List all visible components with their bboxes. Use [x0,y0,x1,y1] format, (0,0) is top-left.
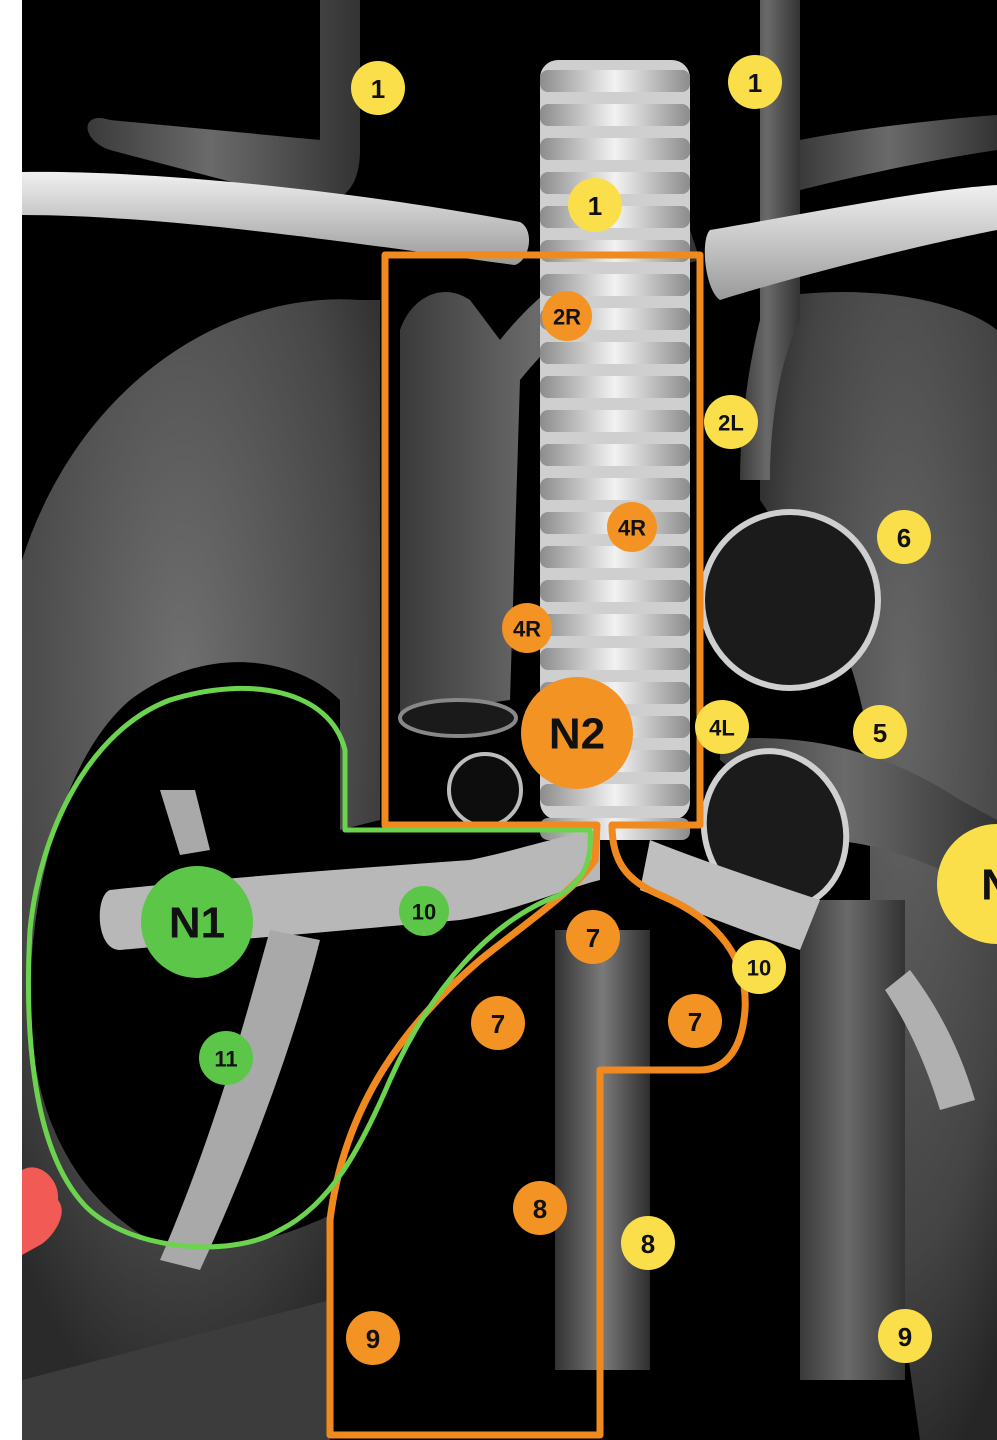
station-marker: 1 [351,61,405,115]
descending-aorta [800,900,905,1380]
station-label: 10 [412,900,436,925]
left-margin [0,0,22,1440]
tracheal-ring [540,580,690,602]
tracheal-ring [540,342,690,364]
station-marker: 9 [878,1309,932,1363]
tracheal-ring [540,104,690,126]
station-label: 8 [641,1229,655,1259]
station-marker: 8 [621,1216,675,1270]
station-label: 7 [688,1007,702,1037]
station-marker: 9 [346,1311,400,1365]
station-label: N2 [549,710,605,759]
station-marker: 10 [399,886,449,936]
tracheal-ring [540,240,690,262]
station-label: 2R [553,305,581,330]
tracheal-ring [540,546,690,568]
station-label: 5 [873,718,887,748]
station-label: 10 [747,956,771,981]
station-label: 7 [586,923,600,953]
station-label: N [981,861,997,910]
station-marker: 4L [695,700,749,754]
station-marker: 11 [199,1031,253,1085]
station-marker: 4R [502,603,552,653]
azygos-opening [449,754,521,826]
station-marker: 2L [704,395,758,449]
station-marker: 8 [513,1181,567,1235]
station-marker: 4R [607,502,657,552]
tracheal-ring [540,70,690,92]
station-label: 1 [371,74,385,104]
tracheal-ring [540,138,690,160]
station-label: 4R [618,516,646,541]
station-label: 9 [898,1322,912,1352]
station-marker: 7 [566,910,620,964]
station-label: 2L [718,411,744,436]
station-label: 6 [897,523,911,553]
svc-opening [400,700,516,736]
station-marker: 5 [853,705,907,759]
station-label: 1 [588,191,602,221]
tracheal-ring [540,648,690,670]
station-marker: 2R [542,291,592,341]
tracheal-ring [540,376,690,398]
station-marker: N1 [141,866,253,978]
tracheal-ring [540,410,690,432]
station-label: 8 [533,1194,547,1224]
aortic-arch-opening [702,512,878,688]
station-label: 4R [513,617,541,642]
tracheal-ring [540,614,690,636]
station-marker: 1 [728,55,782,109]
tracheal-ring [540,784,690,806]
station-label: 1 [748,68,762,98]
station-label: 9 [366,1324,380,1354]
station-label: 4L [709,716,735,741]
station-label: 11 [214,1047,237,1072]
station-marker: 7 [471,996,525,1050]
tracheal-ring [540,478,690,500]
station-marker: 6 [877,510,931,564]
station-label: 7 [491,1009,505,1039]
station-marker: N2 [521,677,633,789]
station-marker: 1 [568,178,622,232]
station-marker: 7 [668,994,722,1048]
station-marker: 10 [732,940,786,994]
station-label: N1 [169,899,225,948]
tracheal-ring [540,444,690,466]
